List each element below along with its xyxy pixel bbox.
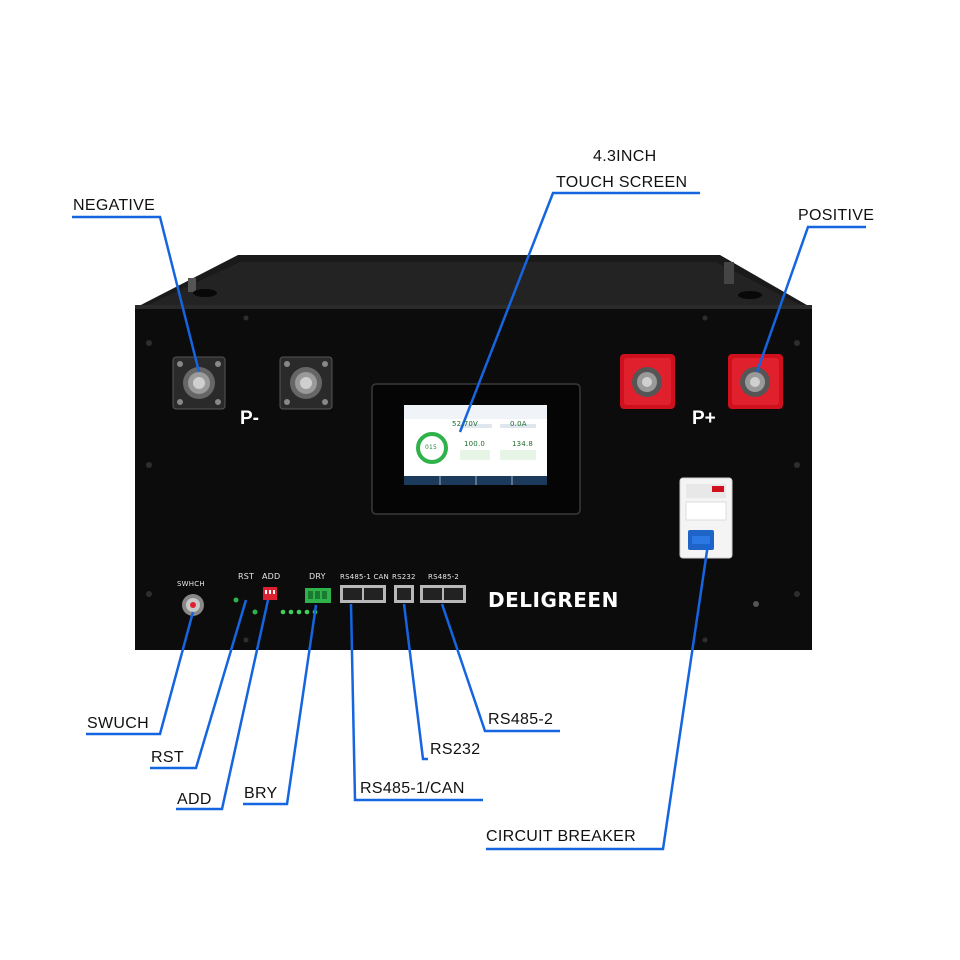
callout-line-rs485-1-can <box>349 603 483 802</box>
callout-bry: BRY <box>244 785 278 802</box>
screen-soc: 015 <box>425 444 438 451</box>
panel-screws <box>146 315 800 643</box>
callout-line-rs485-2 <box>440 603 560 733</box>
callout-rs485-2: RS485-2 <box>488 711 554 728</box>
callout-positive: POSITIVE <box>798 207 875 224</box>
callout-add: ADD <box>177 791 212 808</box>
callout-line-bry <box>243 604 318 806</box>
positive-terminal-mark: P+ <box>692 408 716 429</box>
callout-line-negative <box>72 215 201 373</box>
brand-logo: DELIGREEN <box>488 588 619 612</box>
positive-terminal-1 <box>620 354 675 409</box>
callout-touch-screen-size: 4.3INCH <box>593 148 657 165</box>
positive-terminal-2 <box>728 354 783 409</box>
port-rs232 <box>394 585 414 603</box>
callout-line-circuit-breaker <box>486 543 710 851</box>
callout-negative: NEGATIVE <box>73 197 156 214</box>
power-switch <box>182 594 204 616</box>
callout-line-rst <box>150 599 248 770</box>
callout-swuch: SWUCH <box>87 715 149 732</box>
screen-reading-voltage: 52.70V <box>452 420 479 428</box>
negative-terminal-1 <box>172 356 226 410</box>
port-rs485-2 <box>420 585 466 603</box>
circuit-breaker <box>679 477 733 559</box>
negative-terminal-mark: P- <box>240 408 259 429</box>
callout-line-touch-screen <box>458 191 700 433</box>
panel-label-add: ADD <box>262 572 281 581</box>
screen-reading-4: 134.8 <box>512 440 534 448</box>
callout-lines <box>72 191 866 851</box>
callout-line-positive <box>755 225 866 373</box>
panel-label-rs485-2: RS485-2 <box>428 573 460 581</box>
callout-line-rs232 <box>402 603 428 761</box>
panel-label-dry: DRY <box>309 572 326 581</box>
negative-terminal-2 <box>279 356 333 410</box>
screen-reading-current: 0.0A <box>510 420 527 428</box>
callout-touch-screen: TOUCH SCREEN <box>556 174 688 191</box>
callout-rs232: RS232 <box>430 741 481 758</box>
panel-label-rs485-1-can: RS485-1 CAN <box>340 573 389 581</box>
callout-line-add <box>176 599 270 811</box>
port-rs485-1-can <box>340 585 386 603</box>
callout-line-swuch <box>86 611 195 736</box>
callout-rst: RST <box>151 749 184 766</box>
panel-label-rs232: RS232 <box>392 573 416 581</box>
status-leds <box>280 609 318 615</box>
callout-rs485-1-can: RS485-1/CAN <box>360 780 465 797</box>
soc-ring <box>416 432 448 464</box>
panel-label-rst: RST <box>238 572 255 581</box>
callout-circuit-breaker: CIRCUIT BREAKER <box>486 828 637 845</box>
panel-label-switch: SWHCH <box>177 580 205 588</box>
screen-reading-3: 100.0 <box>464 440 486 448</box>
